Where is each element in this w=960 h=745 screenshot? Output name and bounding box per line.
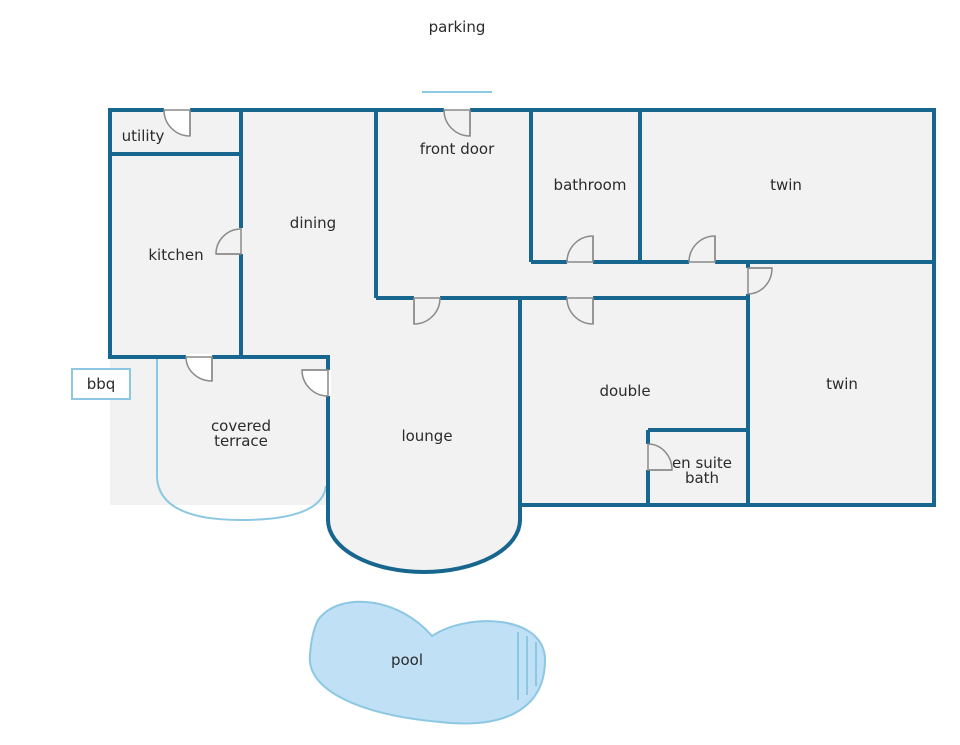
bbq-label: bbq <box>87 375 116 393</box>
front-door-label: front door <box>420 140 495 158</box>
double-label: double <box>599 382 650 400</box>
doors <box>163 107 773 471</box>
double-door <box>566 295 594 325</box>
lounge-label: lounge <box>401 427 452 445</box>
utility-door <box>163 107 191 137</box>
pool <box>308 600 547 725</box>
ensuite-door <box>645 443 673 471</box>
room-labels: parking utility kitchen dining front doo… <box>87 18 858 669</box>
ensuite-label-line2: bath <box>685 469 719 487</box>
bathroom-label: bathroom <box>554 176 627 194</box>
kitchen-door <box>215 228 244 255</box>
twin-top-door <box>688 235 716 265</box>
pool-label: pool <box>391 651 423 669</box>
covered-terrace-outline <box>156 357 327 522</box>
covered-terrace-label-line1: covered <box>211 417 271 435</box>
pool-shape <box>308 600 547 725</box>
lounge-door <box>413 295 441 325</box>
dining-label: dining <box>290 214 336 232</box>
kitchen-label: kitchen <box>148 246 203 264</box>
bbq-box <box>71 368 131 400</box>
bathroom-door <box>566 235 594 265</box>
covered-terrace-label-line2: terrace <box>214 432 268 450</box>
twin-right-door <box>745 267 773 295</box>
kitchen-terrace-door <box>185 354 213 382</box>
walls <box>108 108 936 574</box>
front-door <box>443 107 471 137</box>
utility-label: utility <box>122 127 165 145</box>
twin-top-label: twin <box>770 176 802 194</box>
lounge-terrace-door <box>301 369 331 397</box>
ensuite-label-line1: en suite <box>672 454 732 472</box>
parking-label: parking <box>429 18 486 36</box>
twin-right-label: twin <box>826 375 858 393</box>
